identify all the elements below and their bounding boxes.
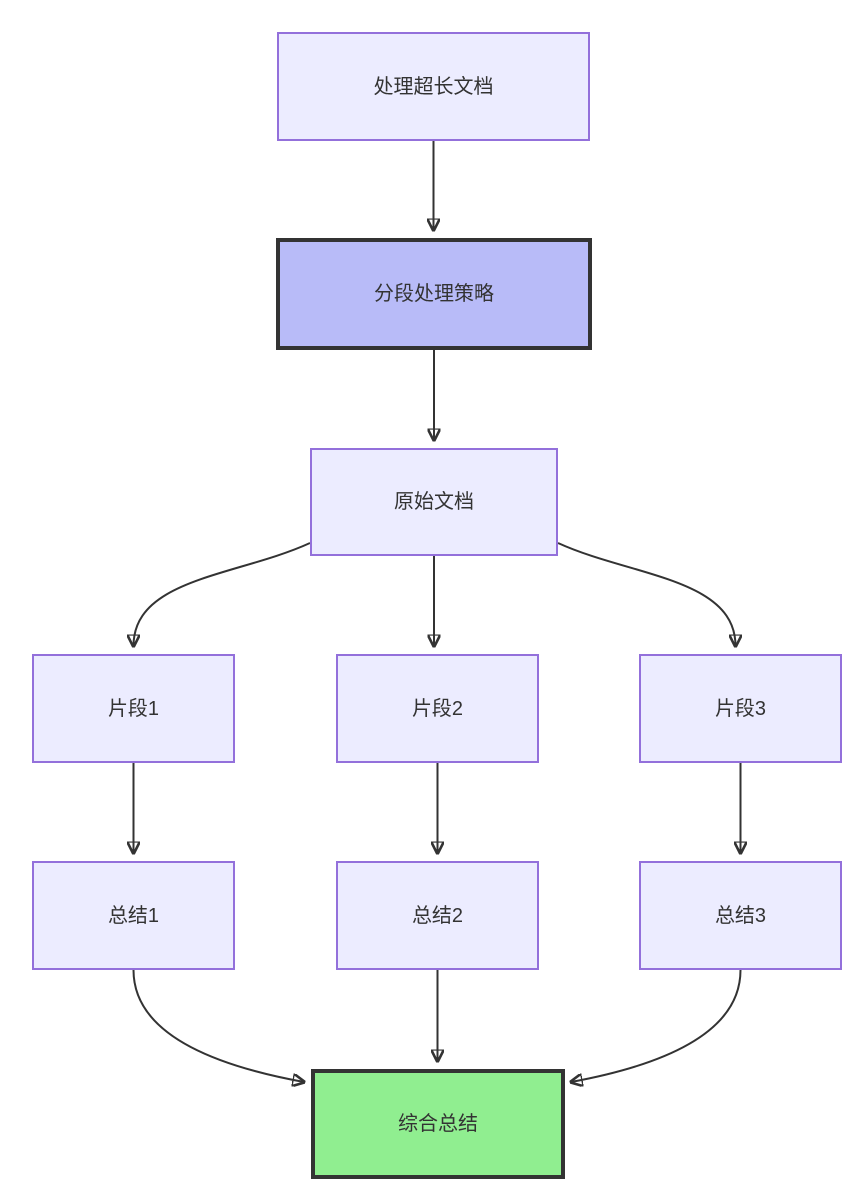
node-segment-1: 片段1 bbox=[32, 654, 235, 763]
node-strategy: 分段处理策略 bbox=[276, 238, 592, 350]
edge-source-to-segment1 bbox=[134, 542, 311, 646]
node-final-summary: 综合总结 bbox=[311, 1069, 565, 1179]
node-source-document: 原始文档 bbox=[310, 448, 558, 556]
edge-summary1-to-final bbox=[132, 969, 305, 1082]
node-segment-2: 片段2 bbox=[336, 654, 539, 763]
node-task: 处理超长文档 bbox=[277, 32, 590, 141]
node-segment-3: 片段3 bbox=[639, 654, 842, 763]
edge-summary3-to-final bbox=[571, 969, 742, 1082]
node-summary-2: 总结2 bbox=[336, 861, 539, 970]
edge-source-to-segment3 bbox=[557, 542, 736, 646]
node-summary-1: 总结1 bbox=[32, 861, 235, 970]
node-summary-3: 总结3 bbox=[639, 861, 842, 970]
